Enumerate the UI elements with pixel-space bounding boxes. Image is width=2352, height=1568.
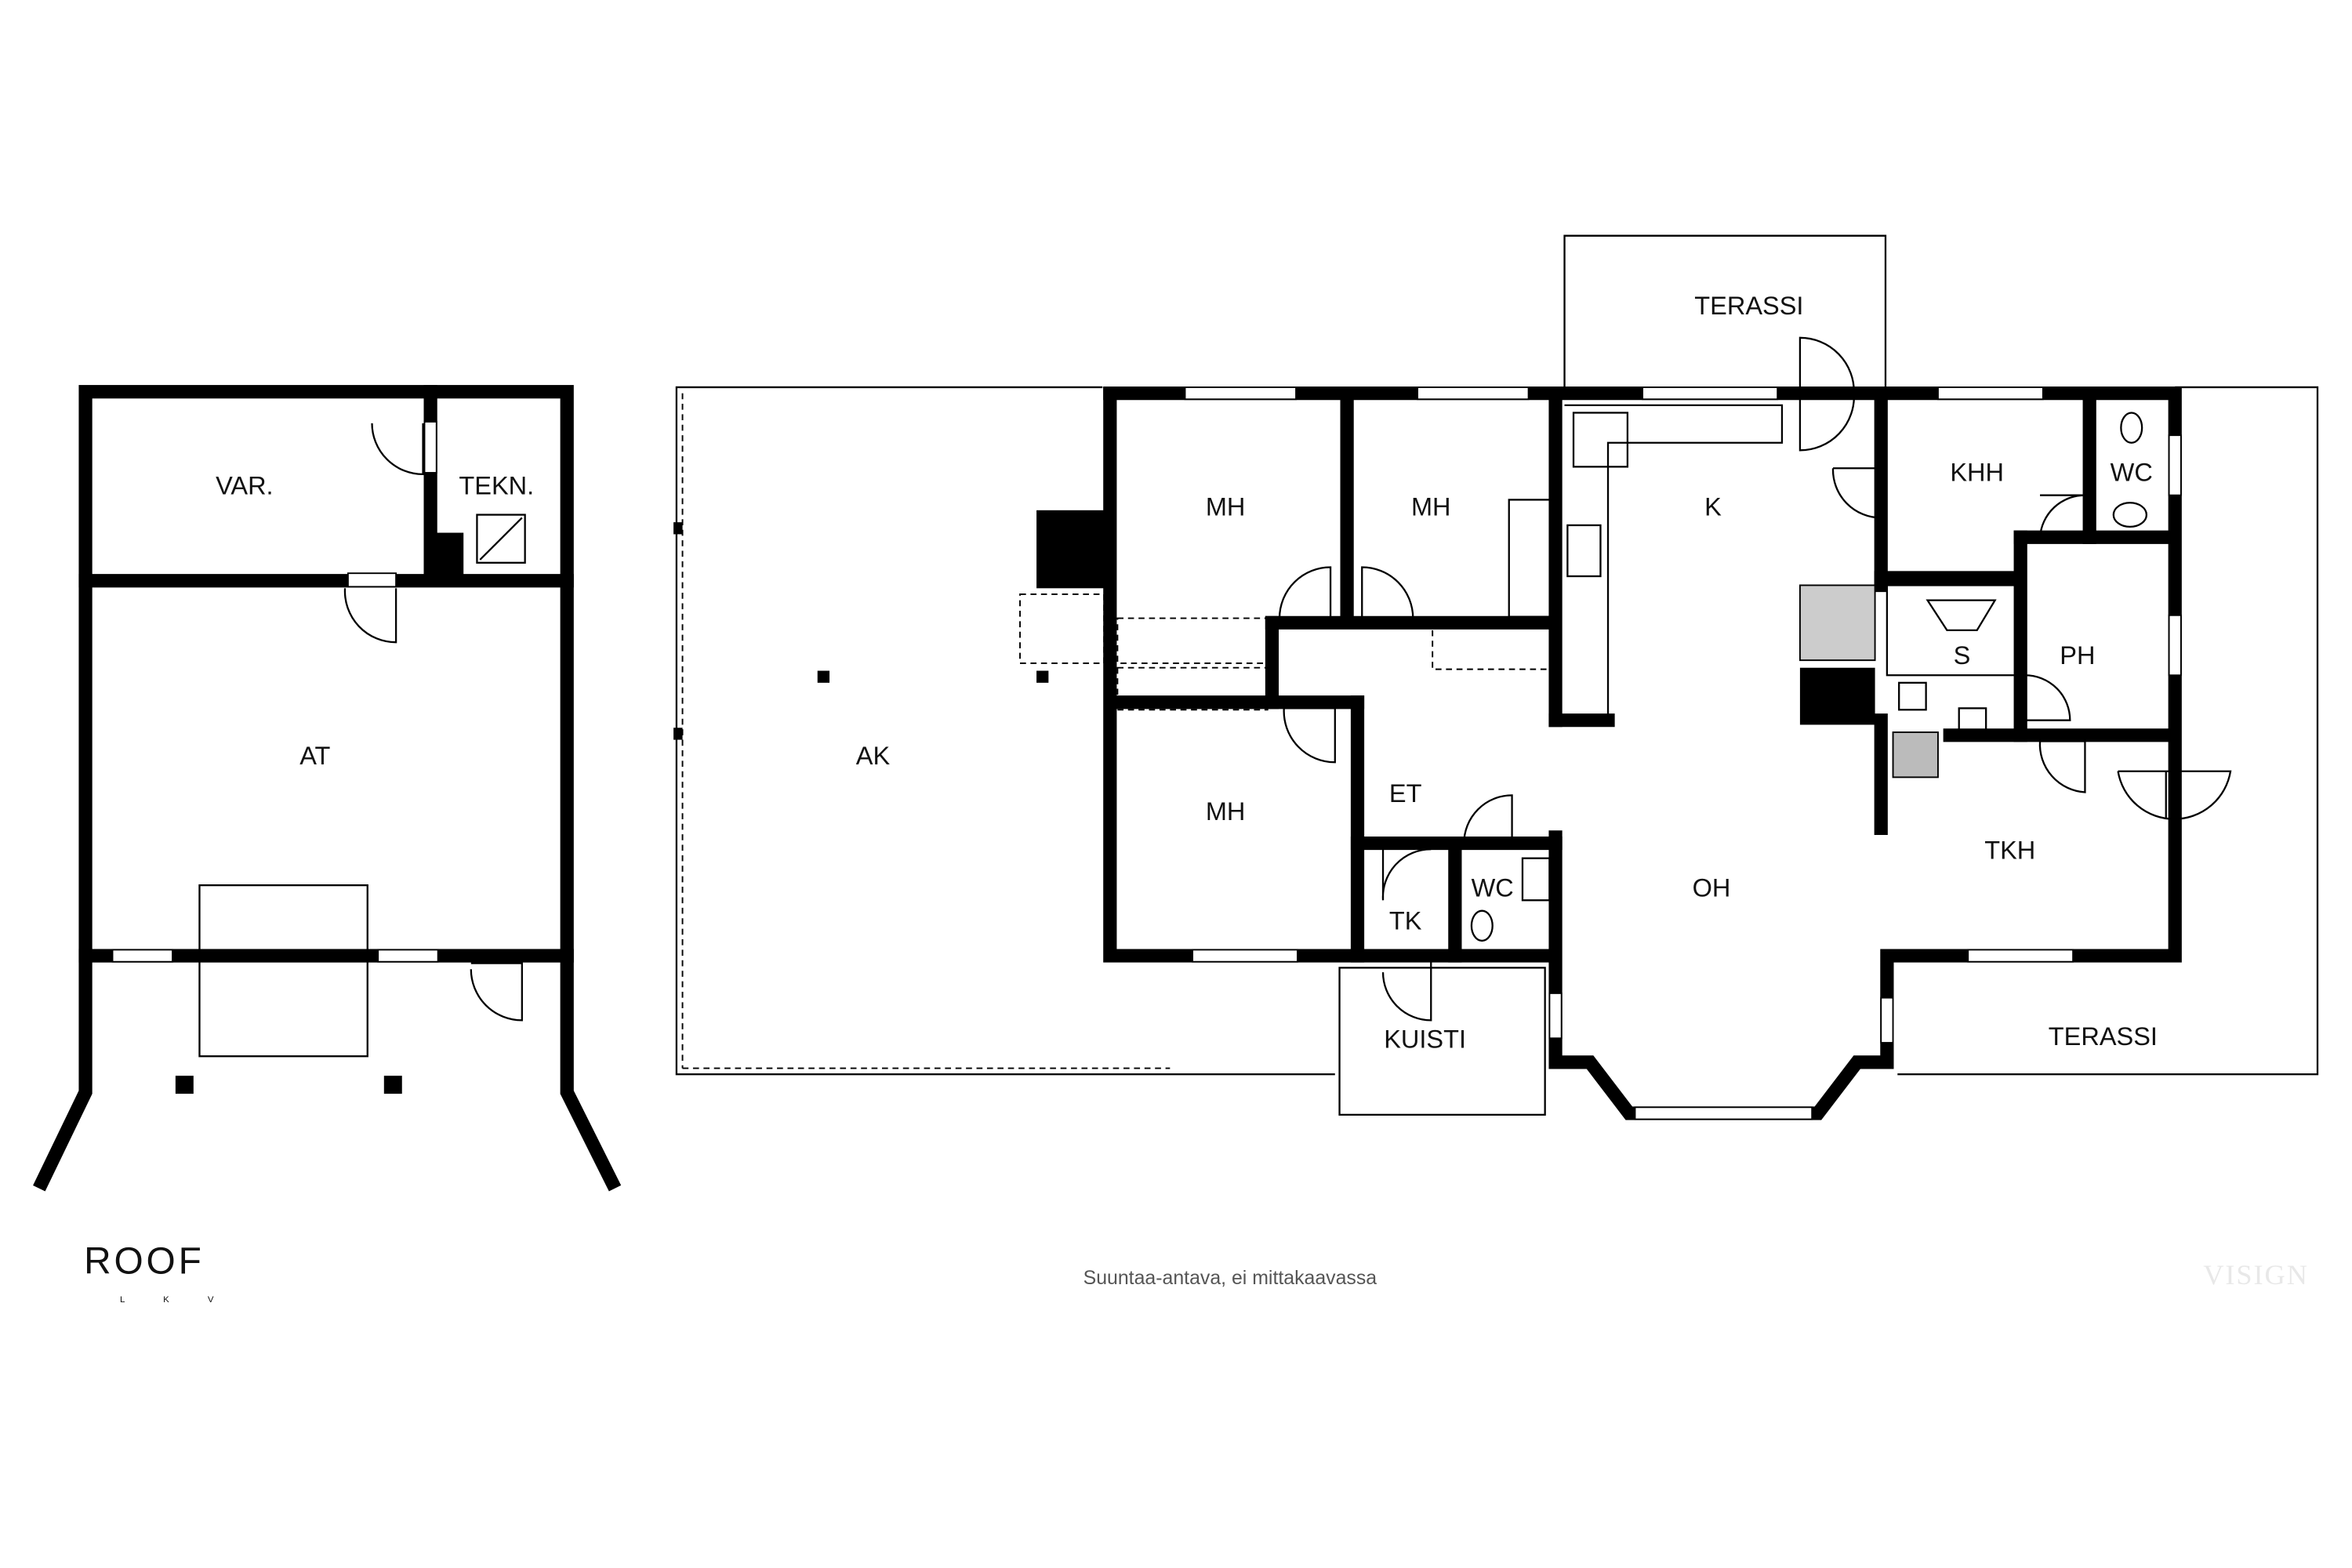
outbuilding: VAR. TEKN. AT [33, 385, 622, 1192]
room-label-wc-2: WC [1472, 873, 1514, 902]
roof-logo-sub: L K V [120, 1295, 231, 1305]
room-label-oh: OH [1693, 873, 1731, 902]
room-label-tkh: TKH [1984, 837, 2035, 865]
room-label-mh-3: MH [1206, 797, 1246, 826]
visign-watermark: VISIGN [2203, 1259, 2309, 1290]
room-label-k: K [1704, 493, 1722, 521]
room-label-ak: AK [856, 742, 891, 770]
room-label-terassi-south: TERASSI [2049, 1022, 2158, 1051]
room-label-s: S [1954, 641, 1971, 670]
room-label-khh: KHH [1950, 459, 2004, 487]
room-label-terassi-north: TERASSI [1694, 292, 1803, 320]
room-label-ph: PH [2060, 641, 2095, 670]
room-label-mh-1: MH [1206, 493, 1246, 521]
room-label-tekn: TEKN. [459, 472, 534, 500]
room-label-at: AT [299, 742, 330, 770]
room-label-mh-2: MH [1411, 493, 1451, 521]
room-label-var: VAR. [216, 472, 273, 500]
room-label-tk: TK [1389, 907, 1422, 935]
room-label-kuisti: KUISTI [1384, 1025, 1466, 1054]
main-house: TERASSI MH MH K KHH WC S PH AK MH ET TK … [673, 234, 2319, 1120]
room-label-wc-1: WC [2111, 459, 2153, 487]
scale-note: Suuntaa-antava, ei mittakaavassa [1083, 1267, 1377, 1289]
room-label-et: ET [1389, 779, 1422, 808]
roof-logo: ROOF [84, 1241, 204, 1283]
